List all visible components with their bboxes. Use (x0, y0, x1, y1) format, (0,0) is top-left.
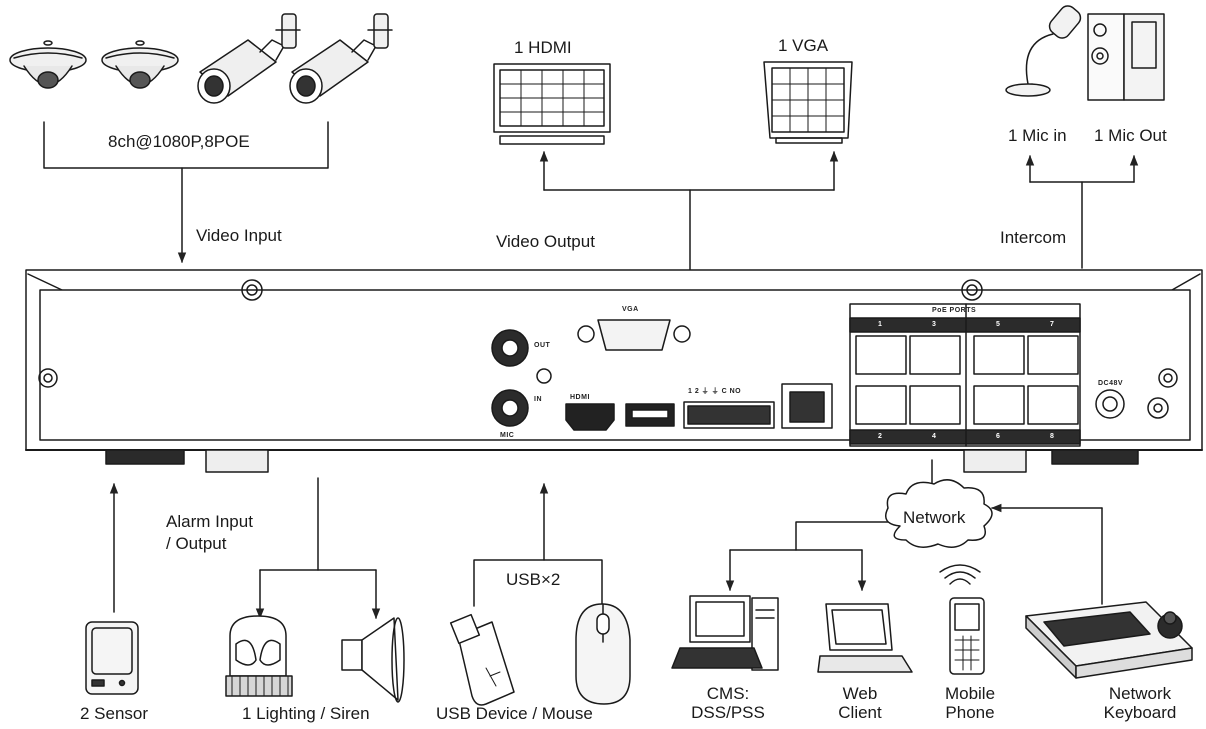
panel-mic-label: MIC (500, 432, 515, 439)
bullet-camera-icon (197, 13, 301, 104)
video-output-label: Video Output (496, 232, 595, 251)
cms-label: CMS: DSS/PSS (688, 684, 768, 722)
network-cloud-icon (885, 479, 993, 548)
web-client-label: Web Client (822, 684, 898, 722)
network-keyboard-label: Network Keyboard (1090, 684, 1190, 722)
mobile-phone-icon (939, 564, 985, 675)
laptop-icon (817, 603, 913, 673)
panel-poe-label: PoE PORTS (932, 307, 977, 314)
web-client-label-line1: Web (842, 684, 878, 703)
mobile-phone-label-line2: Phone (945, 703, 995, 723)
poe-port-number: 5 (996, 321, 1001, 328)
mic-in-label: 1 Mic in (1008, 126, 1067, 145)
speaker-icon (1087, 13, 1165, 101)
mic-out-label: 1 Mic Out (1094, 126, 1167, 145)
microphone-icon (1005, 5, 1082, 97)
panel-alarm-pins-label: 1 2 ⏚ ⏚ C NO (688, 388, 742, 395)
panel-out-label: OUT (534, 342, 551, 349)
hdmi-monitor-icon (493, 63, 611, 145)
mobile-phone-label-line1: Mobile (944, 684, 996, 703)
cms-label-line2: DSS/PSS (691, 703, 765, 723)
sensor-label: 2 Sensor (80, 704, 149, 723)
camera-count-label: 8ch@1080P,8POE (108, 132, 250, 151)
panel-in-label: IN (534, 396, 542, 403)
mouse-icon (575, 603, 631, 705)
desktop-computer-icon (671, 595, 779, 671)
poe-port-number: 6 (996, 433, 1001, 440)
panel-dc-label: DC48V (1098, 380, 1124, 387)
alarm-io-label-line2: / Output (166, 534, 227, 553)
poe-port-number: 7 (1050, 321, 1055, 328)
siren-icon (341, 617, 405, 703)
warning-light-icon (225, 615, 293, 697)
poe-port-number: 2 (878, 433, 883, 440)
video-input-label: Video Input (196, 226, 282, 245)
vga-monitor-icon (763, 61, 853, 144)
poe-port-number: 4 (932, 433, 937, 440)
network-label: Network (903, 508, 966, 527)
hdmi-label: 1 HDMI (514, 38, 572, 57)
network-keyboard-label-line1: Network (1108, 684, 1172, 703)
bullet-camera-icon (289, 13, 393, 104)
nvr-rear-panel (25, 269, 1203, 473)
poe-port-number: 8 (1050, 433, 1055, 440)
cms-label-line1: CMS: (706, 684, 750, 703)
sensor-icon (85, 621, 139, 695)
dome-camera-icon (101, 40, 179, 89)
poe-port-number: 1 (878, 321, 883, 328)
panel-hdmi-label: HDMI (570, 394, 590, 401)
network-keyboard-icon (1025, 601, 1193, 679)
lighting-siren-label: 1 Lighting / Siren (242, 704, 370, 723)
vga-label: 1 VGA (778, 36, 829, 55)
usb-count-label: USB×2 (506, 570, 561, 589)
intercom-label: Intercom (1000, 228, 1067, 247)
panel-vga-label: VGA (622, 306, 639, 313)
usb-device-mouse-label: USB Device / Mouse (436, 704, 593, 723)
dome-camera-icon (9, 40, 87, 89)
mobile-phone-label: Mobile Phone (932, 684, 1008, 722)
poe-port-number: 3 (932, 321, 937, 328)
usb-drive-icon (449, 613, 515, 706)
network-keyboard-label-line2: Keyboard (1103, 703, 1177, 723)
web-client-label-line2: Client (838, 703, 882, 723)
alarm-io-label-line1: Alarm Input (166, 512, 253, 531)
